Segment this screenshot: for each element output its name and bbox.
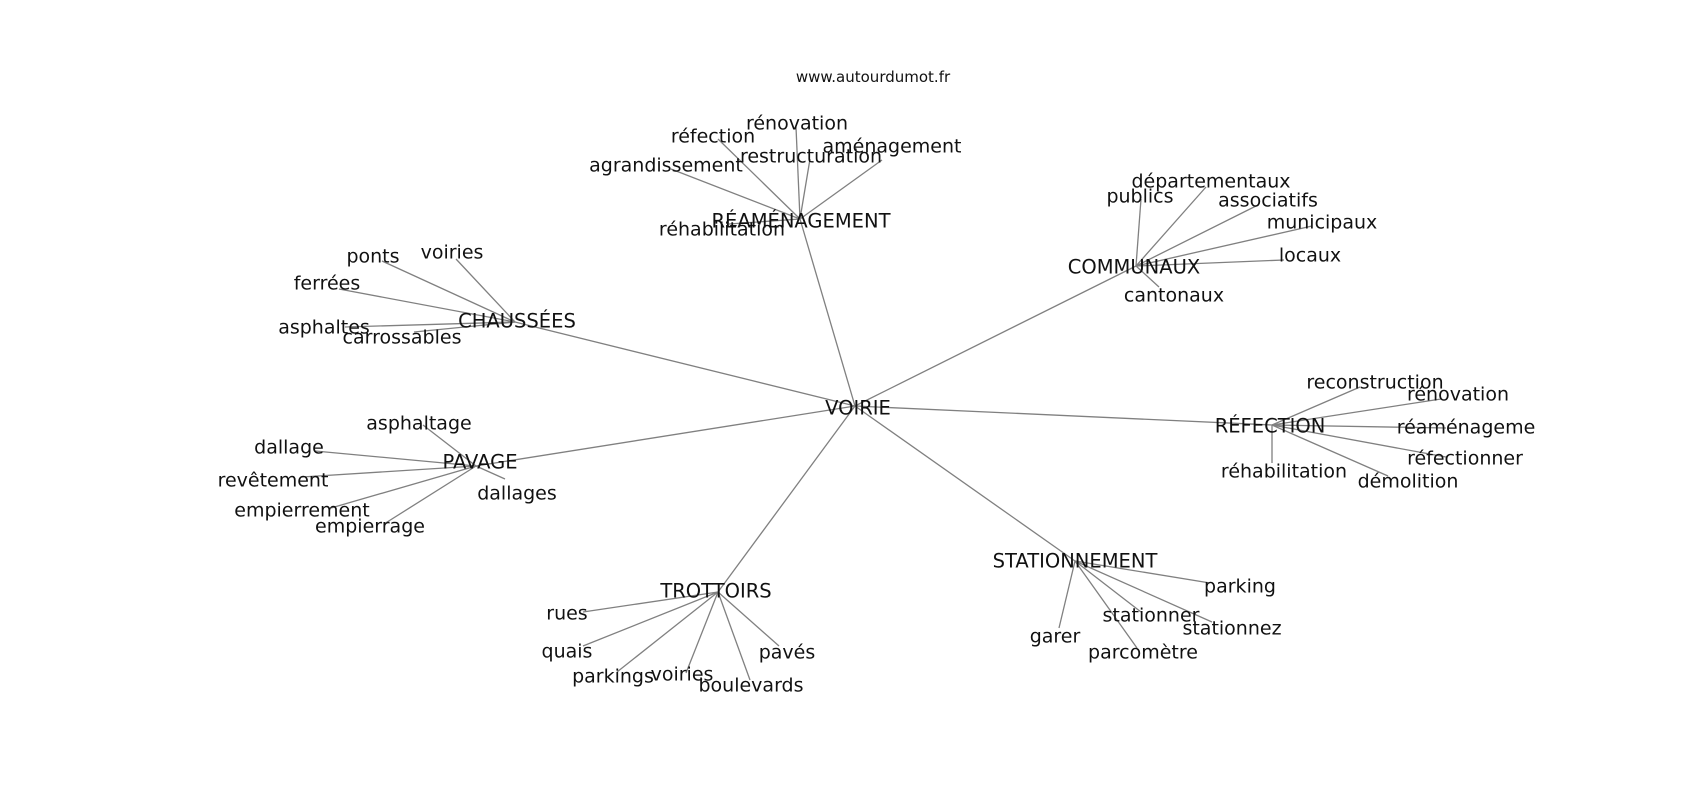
edge-pavage-2	[301, 465, 477, 478]
leaf-node-pavage-1: dallage	[254, 437, 324, 459]
edge-refection-0	[1271, 386, 1361, 426]
edge-refection-5	[1271, 424, 1389, 477]
edge-pavage-3	[330, 465, 477, 509]
edge-root-trottoirs	[717, 405, 856, 593]
edge-pavage-0	[422, 424, 477, 467]
leaf-node-communaux-5: cantonaux	[1124, 285, 1224, 307]
leaf-node-refection-4: réhabilitation	[1221, 461, 1347, 483]
leaf-node-pavage-5: dallages	[477, 483, 557, 505]
leaf-node-trottoirs-3: voiries	[651, 664, 714, 686]
leaf-node-communaux-1: publics	[1106, 186, 1173, 208]
leaf-node-communaux-4: locaux	[1279, 245, 1341, 267]
edge-pavage-4	[383, 465, 477, 525]
edge-trottoirs-3	[685, 591, 719, 674]
leaf-node-pavage-0: asphaltage	[366, 413, 471, 435]
edge-root-chaussees	[514, 321, 856, 407]
edge-stationnement-4	[1074, 560, 1138, 649]
edge-chaussees-0	[381, 260, 516, 323]
edge-trottoirs-5	[717, 591, 751, 681]
edge-communaux-3	[1135, 225, 1313, 267]
edge-communaux-0	[1135, 186, 1207, 267]
edge-chaussees-2	[338, 288, 516, 323]
hub-node-chaussees: CHAUSSÉES	[458, 310, 576, 333]
edge-stationnement-3	[1058, 560, 1076, 629]
edge-communaux-1	[1135, 198, 1142, 267]
leaf-node-reamenagement-0: réfection	[671, 126, 755, 148]
edge-refection-1	[1271, 398, 1442, 426]
edge-reamenagement-3	[799, 158, 811, 220]
leaf-node-refection-2: réaménageme	[1397, 417, 1536, 439]
leaf-node-communaux-0: départementaux	[1131, 171, 1290, 193]
edge-root-communaux	[854, 265, 1137, 407]
leaf-node-chaussees-0: ponts	[346, 246, 399, 268]
edge-root-pavage	[475, 405, 856, 467]
edge-chaussees-3	[344, 321, 516, 328]
edge-refection-2	[1271, 424, 1447, 429]
edge-trottoirs-1	[582, 591, 719, 647]
leaf-node-chaussees-3: asphaltes	[278, 317, 370, 339]
edge-stationnement-0	[1074, 560, 1211, 584]
edge-chaussees-4	[413, 321, 516, 333]
edge-pavage-5	[475, 465, 506, 480]
leaf-node-trottoirs-0: rues	[546, 603, 587, 625]
edge-chaussees-1	[455, 258, 516, 323]
source-watermark: www.autourdumot.fr	[796, 68, 951, 86]
hub-node-refection: RÉFECTION	[1215, 415, 1326, 438]
graph-edges	[301, 126, 1447, 681]
leaf-node-reamenagement-2: agrandissement	[589, 155, 743, 177]
edge-stationnement-1	[1074, 560, 1142, 613]
edge-reamenagement-4	[799, 159, 883, 220]
edge-refection-3	[1271, 424, 1447, 458]
leaf-node-refection-5: démolition	[1358, 471, 1459, 493]
leaf-node-stationnement-1: stationner	[1103, 605, 1200, 627]
leaf-node-chaussees-4: carrossables	[343, 327, 462, 349]
edge-root-refection	[854, 405, 1273, 426]
root-node: VOIRIE	[825, 397, 891, 420]
hub-node-trottoirs: TROTTOIRS	[659, 580, 771, 603]
leaf-node-refection-0: reconstruction	[1306, 372, 1443, 394]
edge-communaux-4	[1135, 259, 1285, 267]
edge-communaux-5	[1135, 265, 1160, 288]
leaf-node-pavage-4: empierrage	[315, 516, 425, 538]
leaf-node-stationnement-0: parking	[1204, 576, 1276, 598]
edge-root-stationnement	[854, 405, 1076, 562]
leaf-node-trottoirs-2: parkings	[572, 666, 654, 688]
edge-trottoirs-2	[616, 591, 719, 673]
leaf-node-reamenagement-4: aménagement	[823, 136, 962, 158]
leaf-node-communaux-2: associatifs	[1218, 190, 1318, 212]
hub-node-stationnement: STATIONNEMENT	[993, 550, 1158, 573]
leaf-node-reamenagement-3: restructuration	[740, 146, 882, 168]
leaf-node-reamenagement-1: rénovation	[746, 113, 848, 135]
edge-reamenagement-2	[670, 168, 801, 220]
hub-node-pavage: PAVAGE	[442, 451, 517, 474]
hub-node-reamenagement: RÉAMÉNAGEMENT	[711, 210, 890, 233]
leaf-node-pavage-2: revêtement	[218, 470, 329, 492]
leaf-node-refection-1: rénovation	[1407, 384, 1509, 406]
edge-trottoirs-4	[717, 591, 780, 647]
leaf-node-trottoirs-5: boulevards	[698, 675, 803, 697]
leaf-node-reamenagement-5: réhabilitation	[659, 219, 785, 241]
edge-trottoirs-0	[582, 591, 719, 613]
edge-pavage-1	[314, 450, 477, 467]
edge-root-reamenagement	[799, 218, 856, 407]
graph-labels: réfectionrénovationagrandissementrestruc…	[218, 113, 1536, 697]
edge-reamenagement-0	[717, 138, 801, 220]
leaf-node-stationnement-4: parcomètre	[1088, 642, 1198, 664]
edge-communaux-2	[1135, 204, 1259, 267]
leaf-node-pavage-3: empierrement	[234, 500, 369, 522]
leaf-node-chaussees-2: ferrées	[294, 273, 361, 295]
leaf-node-trottoirs-1: quais	[542, 641, 593, 663]
leaf-node-stationnement-2: stationnez	[1182, 618, 1281, 640]
leaf-node-chaussees-1: voiries	[421, 242, 484, 264]
leaf-node-refection-3: réfectionner	[1407, 448, 1523, 470]
edge-reamenagement-1	[795, 126, 801, 220]
edge-stationnement-2	[1074, 560, 1213, 623]
edge-reamenagement-5	[728, 218, 801, 225]
leaf-node-stationnement-3: garer	[1030, 626, 1081, 648]
hub-node-communaux: COMMUNAUX	[1068, 256, 1200, 279]
leaf-node-trottoirs-4: pavés	[759, 642, 816, 664]
leaf-node-communaux-3: municipaux	[1267, 212, 1378, 234]
